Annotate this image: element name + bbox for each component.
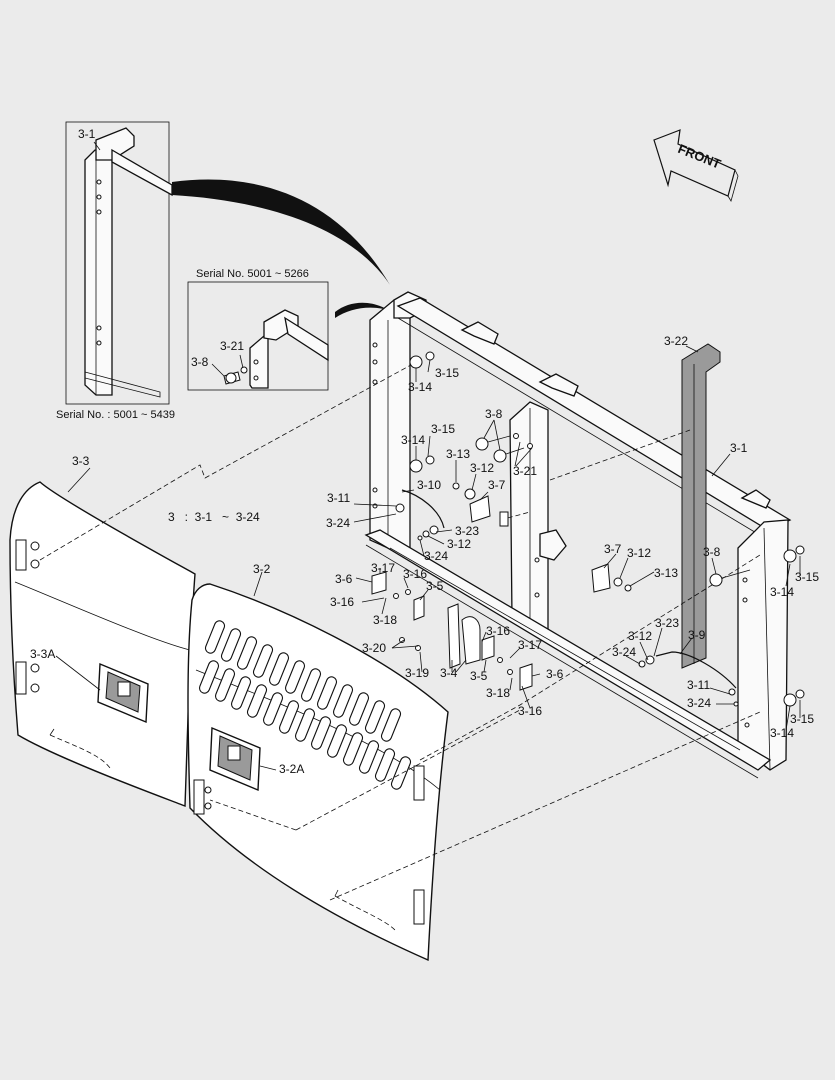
callout-label: 3-7 (488, 478, 506, 492)
callout-label: 3-20 (362, 641, 386, 655)
seal-strip (681, 343, 721, 669)
callout-label: 3-23 (455, 524, 479, 538)
callout-label: 3-14 (770, 585, 794, 599)
door-left (9, 481, 196, 808)
callout-label: 3-24 (424, 549, 448, 563)
callout-label: 3-9 (688, 628, 706, 642)
callout-label: 3-6 (546, 667, 564, 681)
leader-lines (55, 141, 801, 771)
callout-label: 3-15 (435, 366, 459, 380)
callout-label: 3-6 (335, 572, 353, 586)
front-label: FRONT (676, 141, 723, 172)
callout-label: 3-11 (687, 678, 710, 692)
callout-label: 3-12 (627, 546, 651, 560)
callout-label: 3-13 (654, 566, 678, 580)
door-center (187, 583, 449, 962)
callout-arrow (335, 302, 388, 318)
callout-label: 3-14 (770, 726, 794, 740)
callout-label: 3-16 (403, 567, 427, 581)
callout-label: 3-12 (628, 629, 652, 643)
front-arrow-icon: FRONT (653, 129, 739, 203)
callout-label: 3-14 (401, 433, 425, 447)
callout-label: 3-24 (326, 516, 350, 530)
callout-label: 3-7 (604, 542, 622, 556)
hardware-parts (371, 351, 805, 707)
callout-label: 3-18 (486, 686, 510, 700)
callout-label: 3-2A (279, 762, 304, 776)
callout-label: 3-16 (330, 595, 354, 609)
callout-label: 3-5 (426, 579, 444, 593)
inset-frame-post (65, 121, 173, 405)
callout-label: 3-16 (486, 624, 510, 638)
callout-label: 3-21 (513, 464, 537, 478)
callout-label: 3-3 (72, 454, 90, 468)
callout-label: 3-2 (253, 562, 271, 576)
callout-label: 3-11 (327, 491, 350, 505)
inset-frame-corner (187, 281, 329, 391)
callout-label: 3-8 (485, 407, 503, 421)
callout-label: 3-8 (703, 545, 721, 559)
callout-label: 3-1 (730, 441, 748, 455)
serial-note-left: Serial No. : 5001 ~ 5439 (56, 409, 175, 421)
callout-label: 3-24 (687, 696, 711, 710)
callout-label: 3-5 (470, 669, 488, 683)
callout-label: 3-17 (371, 561, 395, 575)
callout-label: 3-23 (655, 616, 679, 630)
callout-label: 3-15 (431, 422, 455, 436)
callout-labels: 3-1 3-21 3-8 3-22 3-15 3-14 3-8 3-15 3-1… (30, 127, 819, 776)
serial-note-right: Serial No. 5001 ~ 5266 (196, 268, 309, 280)
assembly-range-note: 3 : 3-1 ~ 3-24 (168, 510, 260, 524)
callout-label: 3-24 (612, 645, 636, 659)
callout-label: 3-22 (664, 334, 688, 348)
vent-slots (198, 620, 412, 790)
callout-label: 3-12 (447, 537, 471, 551)
callout-label: 3-18 (373, 613, 397, 627)
callout-label: 3-16 (518, 704, 542, 718)
callout-label: 3-15 (795, 570, 819, 584)
assembly-lines (39, 359, 761, 901)
callout-label: 3-4 (440, 666, 458, 680)
callout-label: 3-21 (220, 339, 244, 353)
callout-label: 3-13 (446, 447, 470, 461)
callout-label: 3-10 (417, 478, 441, 492)
callout-arrow (172, 179, 390, 285)
callout-label: 3-8 (191, 355, 209, 369)
callout-label: 3-17 (518, 638, 542, 652)
callout-label: 3-14 (408, 380, 432, 394)
callout-label: 3-3A (30, 647, 55, 661)
callout-label: 3-15 (790, 712, 814, 726)
callout-label: 3-12 (470, 461, 494, 475)
callout-label: 3-19 (405, 666, 429, 680)
callout-label: 3-1 (78, 127, 96, 141)
